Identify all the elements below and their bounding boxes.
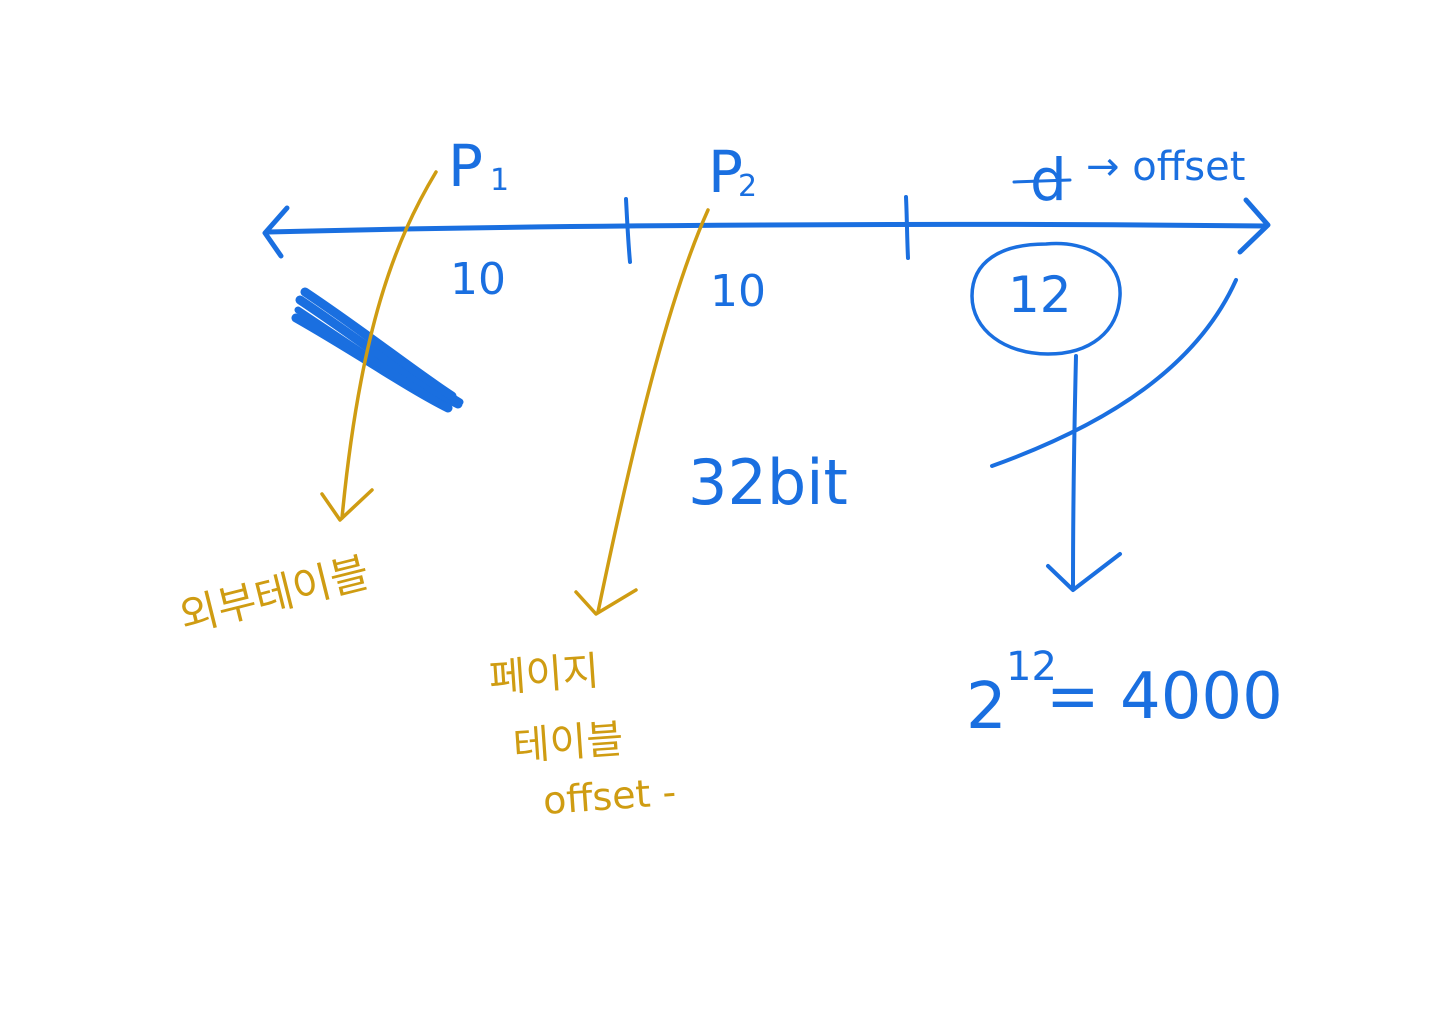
p1-label-main: P xyxy=(448,132,483,200)
formula-exponent: 12 xyxy=(1006,644,1057,690)
page-table-label-line2: 테이블 xyxy=(511,716,624,770)
divider-p2-d xyxy=(904,195,910,260)
address-bar-arrow xyxy=(262,197,1271,259)
d-bits: 12 xyxy=(1008,266,1072,324)
offset-down-arrow xyxy=(1046,354,1122,592)
page-table-label: 페이지 테이블 offset - xyxy=(487,648,677,823)
d-strike xyxy=(1012,178,1072,184)
d-offset-note: → offset xyxy=(1086,144,1245,190)
p2-pointer-arrow xyxy=(574,208,710,616)
field-label-p2: P 2 xyxy=(708,138,757,206)
p2-label-sub: 2 xyxy=(738,169,757,204)
field-label-p1: P 1 xyxy=(448,132,509,200)
page-table-label-line3: offset - xyxy=(542,770,678,823)
divider-p1-p2 xyxy=(624,197,632,264)
page-table-label-line1: 페이지 xyxy=(487,648,600,702)
offset-size-formula: 2 12 = 4000 xyxy=(966,644,1283,744)
d-bits-circle xyxy=(970,241,1122,356)
p1-pointer-arrow xyxy=(320,170,438,522)
p1-bits: 10 xyxy=(450,254,506,305)
d-bits-circled: 12 xyxy=(970,241,1122,356)
formula-base: 2 xyxy=(966,670,1007,744)
offset-span-curve xyxy=(990,278,1238,468)
formula-result: = 4000 xyxy=(1046,660,1283,734)
blue-scribble-mark xyxy=(291,287,464,413)
left-arrowhead xyxy=(262,205,290,259)
right-arrowhead xyxy=(1237,197,1271,255)
p2-bits: 10 xyxy=(710,266,766,317)
total-width-label: 32bit xyxy=(688,446,848,519)
p2-label-main: P xyxy=(708,138,743,206)
p1-label-sub: 1 xyxy=(490,163,509,198)
outer-table-label: 외부테이블 xyxy=(175,547,374,641)
field-label-d: d → offset xyxy=(1012,144,1245,214)
